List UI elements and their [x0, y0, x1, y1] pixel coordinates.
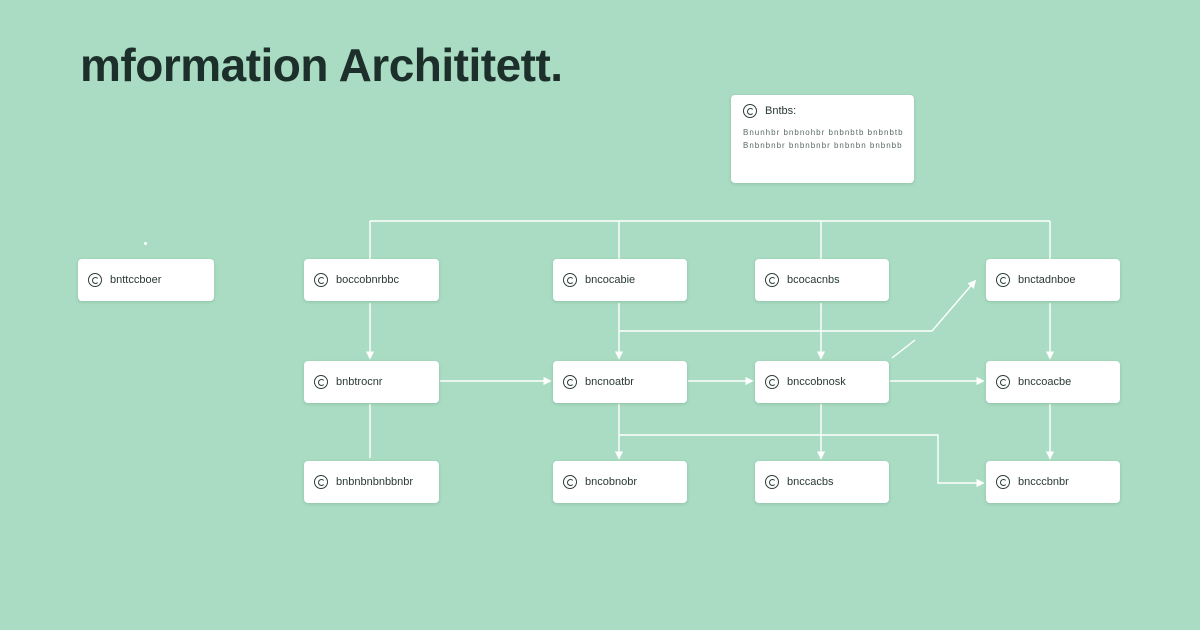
- circle-icon: [563, 475, 577, 489]
- circle-icon: [563, 273, 577, 287]
- info-card: Bntbs: Bnunhbr bnbnohbr bnbnbtb bnbnbtb …: [731, 95, 914, 183]
- diagram-node[interactable]: bnccobnosk: [755, 361, 889, 403]
- circle-icon: [765, 475, 779, 489]
- circle-icon: [563, 375, 577, 389]
- connector-n3-cross: [619, 279, 977, 332]
- circle-icon: [996, 273, 1010, 287]
- node-label: boccobnrbbc: [336, 274, 399, 286]
- node-label: bncnoatbr: [585, 376, 634, 388]
- node-label: bnccacbs: [787, 476, 834, 488]
- diagram-node[interactable]: bncnoatbr: [553, 361, 687, 403]
- diagram-node[interactable]: bncobnobr: [553, 461, 687, 503]
- node-label: bncobnobr: [585, 476, 637, 488]
- node-label: bcocacnbs: [787, 274, 840, 286]
- circle-icon: [314, 475, 328, 489]
- node-label: bncccbnbr: [1018, 476, 1069, 488]
- node-label: bnbtrocnr: [336, 376, 383, 388]
- circle-icon: [314, 273, 328, 287]
- circle-icon: [765, 273, 779, 287]
- circle-icon: [765, 375, 779, 389]
- node-label: bncocabie: [585, 274, 636, 286]
- page-title: mformation Archititett.: [80, 39, 563, 91]
- connector-n8-diag: [891, 339, 916, 359]
- diagram-node[interactable]: bncocabie: [553, 259, 687, 301]
- node-label: bnccobnosk: [787, 376, 846, 388]
- diagram-node[interactable]: bncccbnbr: [986, 461, 1120, 503]
- diagram-node[interactable]: bnctadnboe: [986, 259, 1120, 301]
- diagram-node[interactable]: bnccoacbe: [986, 361, 1120, 403]
- info-card-title: Bntbs:: [765, 105, 797, 117]
- diagram-node[interactable]: bnttccboer: [78, 259, 214, 301]
- diagram-node[interactable]: bnccacbs: [755, 461, 889, 503]
- circle-icon: [996, 375, 1010, 389]
- circle-icon: [88, 273, 102, 287]
- diagram-node[interactable]: bnbtrocnr: [304, 361, 439, 403]
- node-label: bnttccboer: [110, 274, 162, 286]
- decorative-dot: [144, 242, 147, 245]
- node-label: bnctadnboe: [1018, 274, 1076, 286]
- info-card-line: Bnbnbnbr bnbnbnbr bnbnbn bnbnbb: [743, 141, 903, 150]
- node-label: bnccoacbe: [1018, 376, 1072, 388]
- diagram-node[interactable]: bnbnbnbnbbnbr: [304, 461, 439, 503]
- diagram-node[interactable]: bcocacnbs: [755, 259, 889, 301]
- circle-icon: [996, 475, 1010, 489]
- circle-icon: [314, 375, 328, 389]
- connector-n7-cross: [619, 434, 985, 488]
- info-circle-icon: [743, 104, 757, 118]
- info-card-line: Bnunhbr bnbnohbr bnbnbtb bnbnbtb: [743, 128, 904, 137]
- node-label: bnbnbnbnbbnbr: [336, 476, 414, 488]
- diagram-node[interactable]: boccobnrbbc: [304, 259, 439, 301]
